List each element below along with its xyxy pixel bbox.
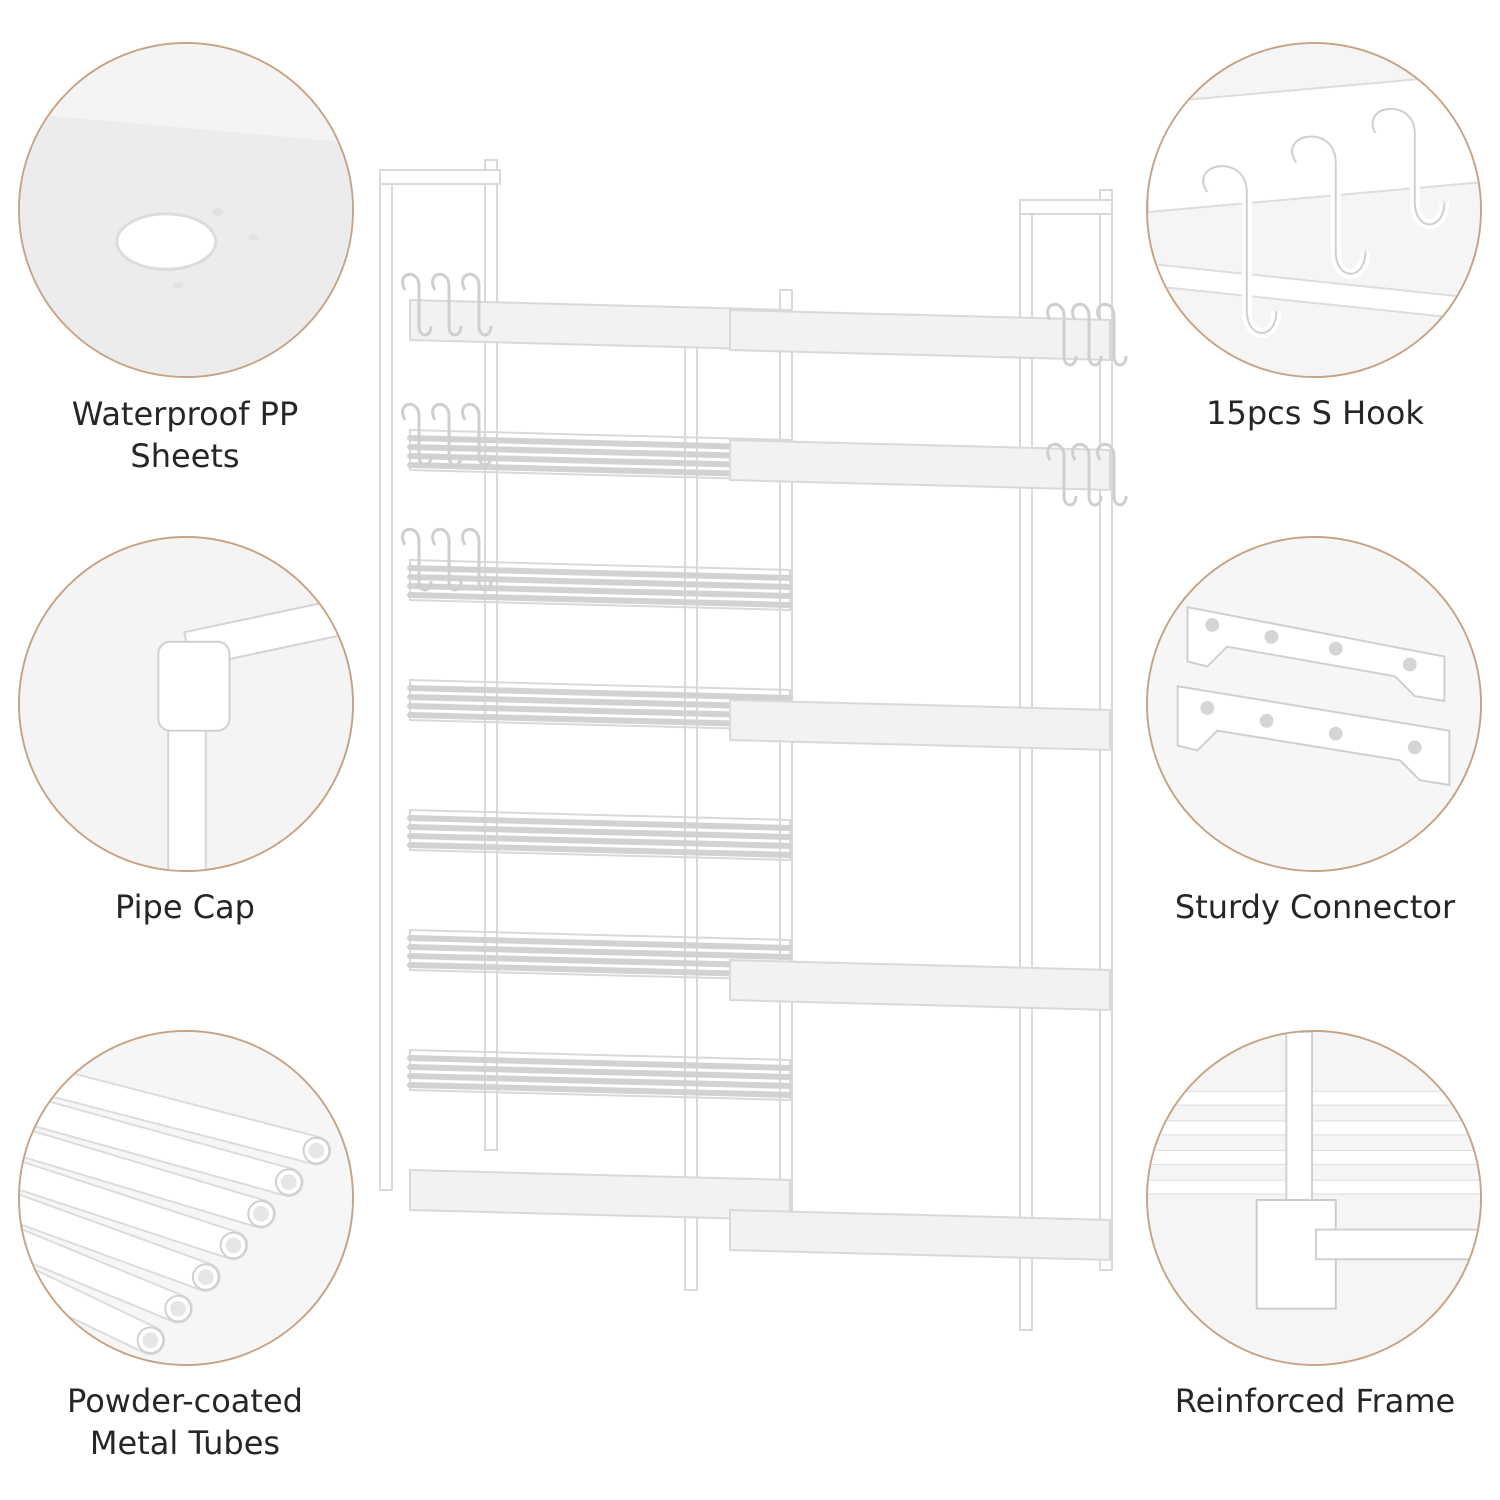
- s-hook: [401, 528, 433, 592]
- waterproof-caption-line2: Sheets: [130, 437, 240, 475]
- rack-shelf: [729, 698, 1111, 752]
- pipe-cap-photo: [18, 536, 354, 872]
- pipe-cap-caption: Pipe Cap: [115, 888, 255, 926]
- s-hook: [1096, 443, 1128, 507]
- frame-caption: Reinforced Frame: [1174, 1382, 1456, 1420]
- s-hook-caption: 15pcs S Hook: [1206, 394, 1424, 432]
- metal-tubes-caption-line1: Powder-coated: [67, 1382, 303, 1420]
- connector-caption: Sturdy Connector: [1174, 888, 1456, 926]
- tube-end: [111, 1358, 135, 1364]
- frame-icon: [1148, 1032, 1480, 1364]
- s-hook-photo: [1146, 42, 1482, 378]
- connector-icon: [1148, 538, 1480, 870]
- rack-shelf: [729, 1208, 1111, 1262]
- s-hook: [461, 273, 493, 337]
- s-hook-icon: [1148, 44, 1480, 376]
- connector-photo: [1146, 536, 1482, 872]
- s-hook: [1071, 303, 1103, 367]
- rack-post: [484, 159, 498, 1151]
- rack-shelf: [729, 308, 1111, 362]
- s-hook: [461, 403, 493, 467]
- waterproof-caption: Waterproof PP Sheets: [0, 393, 370, 477]
- rack-shelf: [729, 438, 1111, 492]
- metal-tubes-caption: Powder-coated Metal Tubes: [0, 1380, 370, 1464]
- waterproof-caption-line1: Waterproof PP: [71, 395, 299, 433]
- pipe-cap-icon: [20, 538, 352, 870]
- shoe-rack-image: [379, 159, 1128, 1331]
- rack-shelf: [729, 958, 1111, 1012]
- s-hook: [461, 528, 493, 592]
- metal-tubes-photo: [18, 1030, 354, 1366]
- waterproof-pp-photo: [18, 42, 354, 378]
- s-hook: [401, 403, 433, 467]
- rack-post: [1019, 199, 1033, 1331]
- s-hook: [1096, 303, 1128, 367]
- s-hook: [1046, 303, 1078, 367]
- rack-handle: [1019, 199, 1113, 215]
- s-hook: [401, 273, 433, 337]
- s-hook: [431, 273, 463, 337]
- water-drop-icon: [20, 44, 352, 376]
- s-hook: [1046, 443, 1078, 507]
- metal-tubes-icon: [20, 1032, 352, 1364]
- rack-handle: [379, 169, 501, 185]
- metal-tubes-caption-line2: Metal Tubes: [89, 1424, 281, 1462]
- s-hook: [431, 403, 463, 467]
- s-hook: [431, 528, 463, 592]
- frame-photo: [1146, 1030, 1482, 1366]
- rack-post: [379, 169, 393, 1191]
- s-hook: [1071, 443, 1103, 507]
